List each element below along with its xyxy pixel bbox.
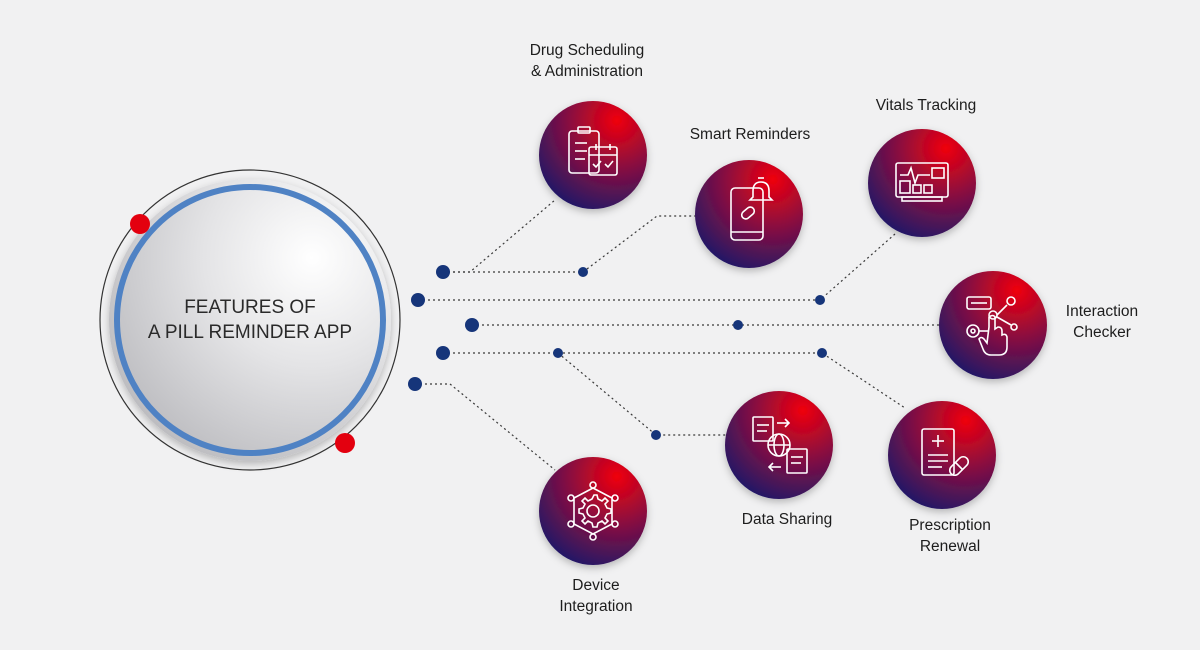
hub-red-dot-top bbox=[130, 214, 150, 234]
label-data-sharing: Data Sharing bbox=[707, 509, 867, 530]
node-smart-reminders bbox=[695, 160, 803, 268]
junction-dot bbox=[651, 430, 661, 440]
label-prescription-renewal: Prescription Renewal bbox=[870, 515, 1030, 557]
label-line: Interaction bbox=[1065, 303, 1139, 320]
hub-blue-ring bbox=[114, 184, 386, 456]
hub-dot-4 bbox=[436, 346, 450, 360]
hub-red-dot-bottom bbox=[335, 433, 355, 453]
node-disc bbox=[868, 129, 976, 237]
node-device-integration bbox=[539, 457, 647, 565]
junction-dots bbox=[408, 265, 827, 440]
hub-dot-3 bbox=[465, 318, 479, 332]
label-line: & Administration bbox=[531, 63, 643, 80]
label-line: Integration bbox=[559, 598, 633, 615]
label-device-integration: Device Integration bbox=[516, 575, 676, 617]
hub-title: FEATURES OF A PILL REMINDER APP bbox=[115, 295, 385, 345]
junction-dot bbox=[817, 348, 827, 358]
label-line: Checker bbox=[1073, 324, 1131, 341]
label-line: Vitals Tracking bbox=[875, 97, 977, 114]
hub-dot-5 bbox=[408, 377, 422, 391]
node-prescription-renewal bbox=[888, 401, 996, 509]
central-hub bbox=[99, 169, 401, 471]
connector-device-integration bbox=[415, 383, 556, 471]
hub-outer-ring bbox=[99, 169, 401, 471]
touch-interaction-icon bbox=[966, 296, 1018, 356]
label-line: Drug Scheduling bbox=[529, 42, 645, 59]
prescription-pill-icon bbox=[921, 428, 970, 477]
node-vitals-tracking bbox=[868, 129, 976, 237]
node-disc bbox=[539, 457, 647, 565]
gear-network-icon bbox=[567, 481, 619, 541]
junction-dot bbox=[578, 267, 588, 277]
clipboard-calendar-icon bbox=[568, 126, 618, 176]
label-smart-reminders: Smart Reminders bbox=[660, 124, 840, 145]
connector-prescription-renewal bbox=[443, 352, 906, 409]
label-line: Data Sharing bbox=[741, 511, 833, 528]
junction-dot bbox=[733, 320, 743, 330]
label-line: Smart Reminders bbox=[689, 126, 811, 143]
node-data-sharing bbox=[725, 391, 833, 499]
junction-dot bbox=[553, 348, 563, 358]
globe-document-exchange-icon bbox=[752, 416, 808, 474]
label-interaction-checker: Interaction Checker bbox=[1050, 301, 1154, 343]
node-interaction-checker bbox=[939, 271, 1047, 379]
hub-dot-1 bbox=[436, 265, 450, 279]
label-line: Device bbox=[572, 577, 620, 594]
label-vitals-tracking: Vitals Tracking bbox=[836, 95, 1016, 116]
connector-vitals-tracking bbox=[418, 233, 896, 301]
hub-disc bbox=[109, 179, 391, 461]
connector-data-sharing bbox=[557, 352, 730, 436]
phone-alarm-pill-icon bbox=[730, 177, 774, 241]
connector-drug-scheduling bbox=[443, 199, 556, 273]
connector-smart-reminders bbox=[443, 215, 700, 273]
vitals-monitor-icon bbox=[895, 162, 949, 202]
hub-title-line1: FEATURES OF bbox=[184, 297, 316, 318]
hub-title-line2: A PILL REMINDER APP bbox=[147, 322, 353, 343]
node-drug-scheduling bbox=[539, 101, 647, 209]
label-line: Renewal bbox=[919, 538, 981, 555]
connector-lines bbox=[415, 199, 945, 471]
node-disc bbox=[939, 271, 1047, 379]
label-line: Prescription bbox=[909, 517, 991, 534]
hub-dot-2 bbox=[411, 293, 425, 307]
node-disc bbox=[695, 160, 803, 268]
label-drug-scheduling: Drug Scheduling & Administration bbox=[487, 40, 687, 82]
junction-dot bbox=[815, 295, 825, 305]
